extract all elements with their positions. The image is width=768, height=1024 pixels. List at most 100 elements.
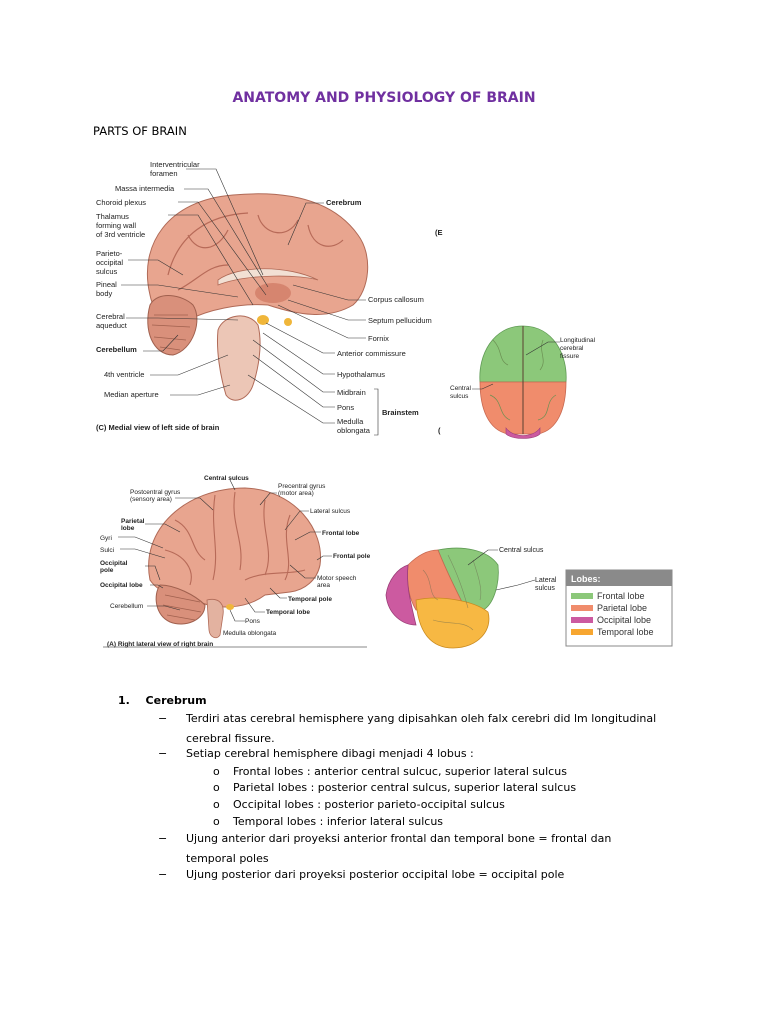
label-aqueduct: Cerebral (96, 312, 125, 321)
label-pons-lateral: Pons (245, 618, 261, 625)
label-postcentral-2: (sensory area) (130, 496, 172, 503)
paragraph-2: Setiap cerebral hemisphere dibagi menjad… (186, 747, 474, 760)
label-postcentral: Postcentral gyrus (130, 489, 181, 496)
sub-item-frontal: Frontal lobes : anterior central sulcuc,… (233, 765, 567, 778)
label-temporal-pole: Temporal pole (288, 596, 332, 603)
medial-leader-lines (121, 168, 379, 436)
list-item-cerebrum: 1. Cerebrum (118, 693, 207, 708)
label-occipital-pole-2: pole (100, 567, 114, 574)
label-precentral-2: (motor area) (278, 490, 314, 497)
label-massa: Massa intermedia (115, 184, 175, 193)
legend-frontal: Frontal lobe (597, 591, 645, 601)
paragraph-1a: Terdiri atas cerebral hemisphere yang di… (186, 712, 657, 725)
list-item-title: Cerebrum (145, 694, 207, 707)
label-foramen: foramen (150, 169, 178, 178)
label-cerebellum-lateral: Cerebellum (110, 603, 143, 610)
legend-parietal: Parietal lobe (597, 603, 647, 613)
label-occipital-lobe: Occipital lobe (100, 582, 143, 589)
label-midbrain: Midbrain (337, 388, 366, 397)
lateral-leader-lines (118, 479, 332, 622)
legend-swatch-occipital (571, 617, 593, 623)
bullet-marker: o (213, 781, 220, 794)
paragraph-4: Ujung posterior dari proyeksi posterior … (186, 868, 565, 881)
label-lobes-central-sulcus: Central sulcus (499, 547, 544, 554)
label-parietal-lobe: Parietal (121, 518, 145, 525)
label-corpus-callosum: Corpus callosum (368, 295, 424, 304)
paragraph-3a: Ujung anterior dari proyeksi anterior fr… (186, 832, 612, 845)
legend-occipital: Occipital lobe (597, 615, 651, 625)
label-pineal-2: body (96, 289, 113, 298)
label-medulla-lateral: Medulla oblongata (223, 630, 277, 637)
label-septum: Septum pellucidum (368, 316, 432, 325)
label-fornix: Fornix (368, 334, 389, 343)
lateral-brain-illustration (148, 487, 322, 639)
label-edge-paren: ( (438, 426, 441, 435)
dash-marker: − (158, 747, 168, 760)
label-interventricular: Interventricular (150, 160, 200, 169)
dash-marker: − (158, 868, 168, 881)
label-parieto-3: sulcus (96, 267, 118, 276)
sub-item-temporal: Temporal lobes : inferior lateral sulcus (233, 815, 444, 828)
label-longitudinal-2: cerebral (560, 345, 584, 352)
legend-swatch-frontal (571, 593, 593, 599)
label-median-aperture: Median aperture (104, 390, 159, 399)
label-anterior-commissure: Anterior commissure (337, 349, 406, 358)
top-brain-illustration (479, 325, 567, 439)
label-gyri: Gyri (100, 535, 112, 542)
label-aqueduct-2: aqueduct (96, 321, 128, 330)
bullet-marker: o (213, 765, 220, 778)
paragraph-1b: cerebral fissure. (186, 732, 275, 745)
label-cerebellum: Cerebellum (96, 345, 137, 354)
sub-item-occipital: Occipital lobes : posterior parieto-occi… (233, 798, 505, 811)
section-title: PARTS OF BRAIN (93, 124, 187, 138)
medial-brain-illustration (146, 193, 369, 401)
label-edge-e: (E (435, 228, 443, 237)
medial-brain-figure: Interventricular foramen Massa intermedi… (96, 160, 443, 436)
label-sulci: Sulci (100, 547, 114, 554)
label-frontal-lobe: Frontal lobe (322, 530, 360, 537)
label-frontal-pole: Frontal pole (333, 553, 371, 560)
label-lateral-sulcus: Lateral sulcus (310, 508, 351, 515)
label-central-2: sulcus (450, 393, 469, 400)
label-central: Central (450, 385, 472, 392)
label-parietal-lobe-2: lobe (121, 525, 135, 532)
bullet-marker: o (213, 798, 220, 811)
lobes-figure: Central sulcus Lateral sulcus Lobes: Fro… (385, 547, 673, 649)
lobes-legend: Lobes: Frontal lobe Parietal lobe Occipi… (565, 569, 673, 647)
label-brainstem: Brainstem (382, 408, 419, 417)
label-occipital-pole: Occipital (100, 560, 128, 567)
label-medulla: Medulla (337, 417, 364, 426)
label-4th-ventricle: 4th ventricle (104, 370, 144, 379)
paragraph-3b: temporal poles (186, 852, 269, 865)
label-longitudinal: Longitudinal (560, 337, 596, 344)
document-title: ANATOMY AND PHYSIOLOGY OF BRAIN (232, 90, 536, 106)
legend-temporal: Temporal lobe (597, 627, 654, 637)
label-cerebrum: Cerebrum (326, 198, 362, 207)
label-motor-speech-2: area (317, 582, 330, 589)
label-longitudinal-3: fissure (560, 353, 580, 360)
caption-medial: (C) Medial view of left side of brain (96, 423, 220, 432)
sub-item-parietal: Parietal lobes : posterior central sulcu… (233, 781, 577, 794)
label-precentral: Precentral gyrus (278, 483, 326, 490)
label-thalamus-2: forming wall (96, 221, 136, 230)
top-brain-figure: Longitudinal cerebral fissure Central su… (450, 325, 596, 439)
label-choroid: Choroid plexus (96, 198, 146, 207)
label-motor-speech: Motor speech (317, 575, 357, 582)
dash-marker: − (158, 832, 168, 845)
legend-swatch-parietal (571, 605, 593, 611)
legend-title: Lobes: (571, 574, 601, 584)
label-thalamus: Thalamus (96, 212, 129, 221)
label-parieto: Parieto- (96, 249, 123, 258)
caption-lateral: (A) Right lateral view of right brain (107, 641, 213, 648)
list-number: 1. (118, 694, 130, 707)
label-pineal: Pineal (96, 280, 117, 289)
label-central-sulcus: Central sulcus (204, 475, 249, 482)
label-thalamus-3: of 3rd ventricle (96, 230, 145, 239)
label-medulla-2: oblongata (337, 426, 371, 435)
bullet-marker: o (213, 815, 220, 828)
lateral-labels: Central sulcus Postcentral gyrus (sensor… (100, 475, 371, 648)
lobes-illustration (385, 547, 499, 649)
lateral-brain-figure: Central sulcus Postcentral gyrus (sensor… (100, 475, 371, 648)
label-parieto-2: occipital (96, 258, 123, 267)
label-temporal-lobe: Temporal lobe (266, 609, 310, 616)
